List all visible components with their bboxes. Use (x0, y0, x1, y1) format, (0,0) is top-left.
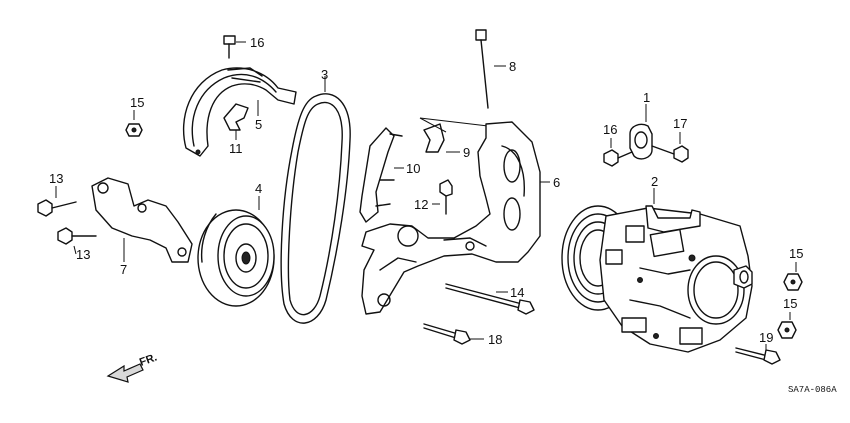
label-15-right-upper: 15 (789, 246, 803, 261)
bolt-18 (423, 323, 484, 345)
bolt-13-upper (37, 186, 77, 217)
bolt-16-right (603, 138, 633, 167)
label-19: 19 (759, 330, 773, 345)
label-15-right-lower: 15 (783, 296, 797, 311)
label-6: 6 (553, 175, 560, 190)
bolt-14 (445, 283, 535, 315)
bracket-9 (419, 117, 489, 153)
label-7: 7 (120, 262, 127, 277)
front-direction-arrow: FR. (106, 351, 159, 383)
label-17: 17 (673, 116, 687, 131)
bolt-16-top (223, 35, 246, 59)
nut-15-left (125, 110, 143, 137)
label-9: 9 (463, 145, 470, 160)
label-1: 1 (643, 90, 650, 105)
compressor-bracket-6 (361, 121, 550, 315)
front-direction-label: FR. (138, 351, 159, 368)
label-10: 10 (406, 161, 420, 176)
clip-11 (223, 103, 249, 140)
label-14: 14 (510, 285, 524, 300)
nut-15-right-lower (777, 312, 797, 339)
bolt-17 (651, 132, 689, 163)
label-15-left: 15 (130, 95, 144, 110)
belt-guard-5 (182, 67, 297, 157)
label-8: 8 (509, 59, 516, 74)
label-3: 3 (321, 67, 328, 82)
bolt-8 (475, 29, 506, 109)
bolt-19 (735, 344, 781, 365)
label-13-lower: 13 (76, 247, 90, 262)
label-18: 18 (488, 332, 502, 347)
plate-10 (359, 127, 404, 223)
bolt-12 (432, 179, 453, 215)
label-5: 5 (255, 117, 262, 132)
bracket-7 (91, 177, 193, 263)
label-4: 4 (255, 181, 262, 196)
label-11: 11 (229, 141, 243, 156)
label-16-right: 16 (603, 122, 617, 137)
pulley-4 (197, 196, 275, 307)
nut-15-right-upper (783, 262, 803, 291)
drive-belt-3 (280, 76, 351, 324)
label-12: 12 (414, 197, 428, 212)
label-16-top: 16 (250, 35, 264, 50)
label-13-upper: 13 (49, 171, 63, 186)
bolt-13-lower (57, 227, 97, 255)
compressor-2 (561, 188, 753, 353)
drawing-code: SA7A-086A (788, 385, 837, 395)
clamp-1 (629, 104, 653, 160)
label-2: 2 (651, 174, 658, 189)
